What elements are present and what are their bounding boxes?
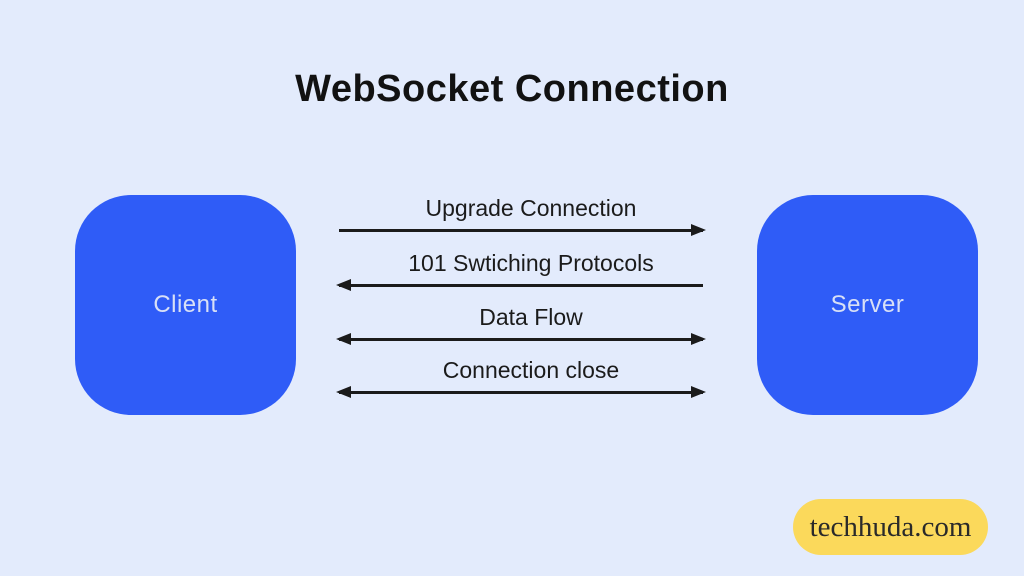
brand-badge-label: techhuda.com <box>809 510 972 543</box>
client-node: Client <box>75 195 296 415</box>
message-label: Upgrade Connection <box>425 195 637 221</box>
message-row: Upgrade Connection <box>337 193 706 237</box>
arrow-both-icon <box>336 333 706 346</box>
message-flow: Upgrade Connection 101 Swtiching Protoco… <box>336 0 706 576</box>
server-node: Server <box>757 195 978 415</box>
brand-badge: techhuda.com <box>793 499 988 555</box>
message-label: 101 Swtiching Protocols <box>408 250 654 276</box>
message-label: Data Flow <box>479 304 583 330</box>
message-row: Connection close <box>336 355 706 399</box>
message-label: Connection close <box>442 357 620 383</box>
arrow-both-icon <box>336 386 706 399</box>
arrow-line <box>339 338 703 341</box>
arrow-line <box>339 284 703 287</box>
server-node-label: Server <box>830 291 905 318</box>
arrow-right-icon <box>337 224 706 237</box>
arrow-line <box>339 391 703 394</box>
arrow-line <box>339 229 703 232</box>
message-row: 101 Swtiching Protocols <box>336 248 705 292</box>
message-row: Data Flow <box>336 302 706 346</box>
arrow-left-icon <box>336 279 705 292</box>
diagram-title: WebSocket Connection <box>295 68 729 110</box>
client-node-label: Client <box>153 291 218 318</box>
